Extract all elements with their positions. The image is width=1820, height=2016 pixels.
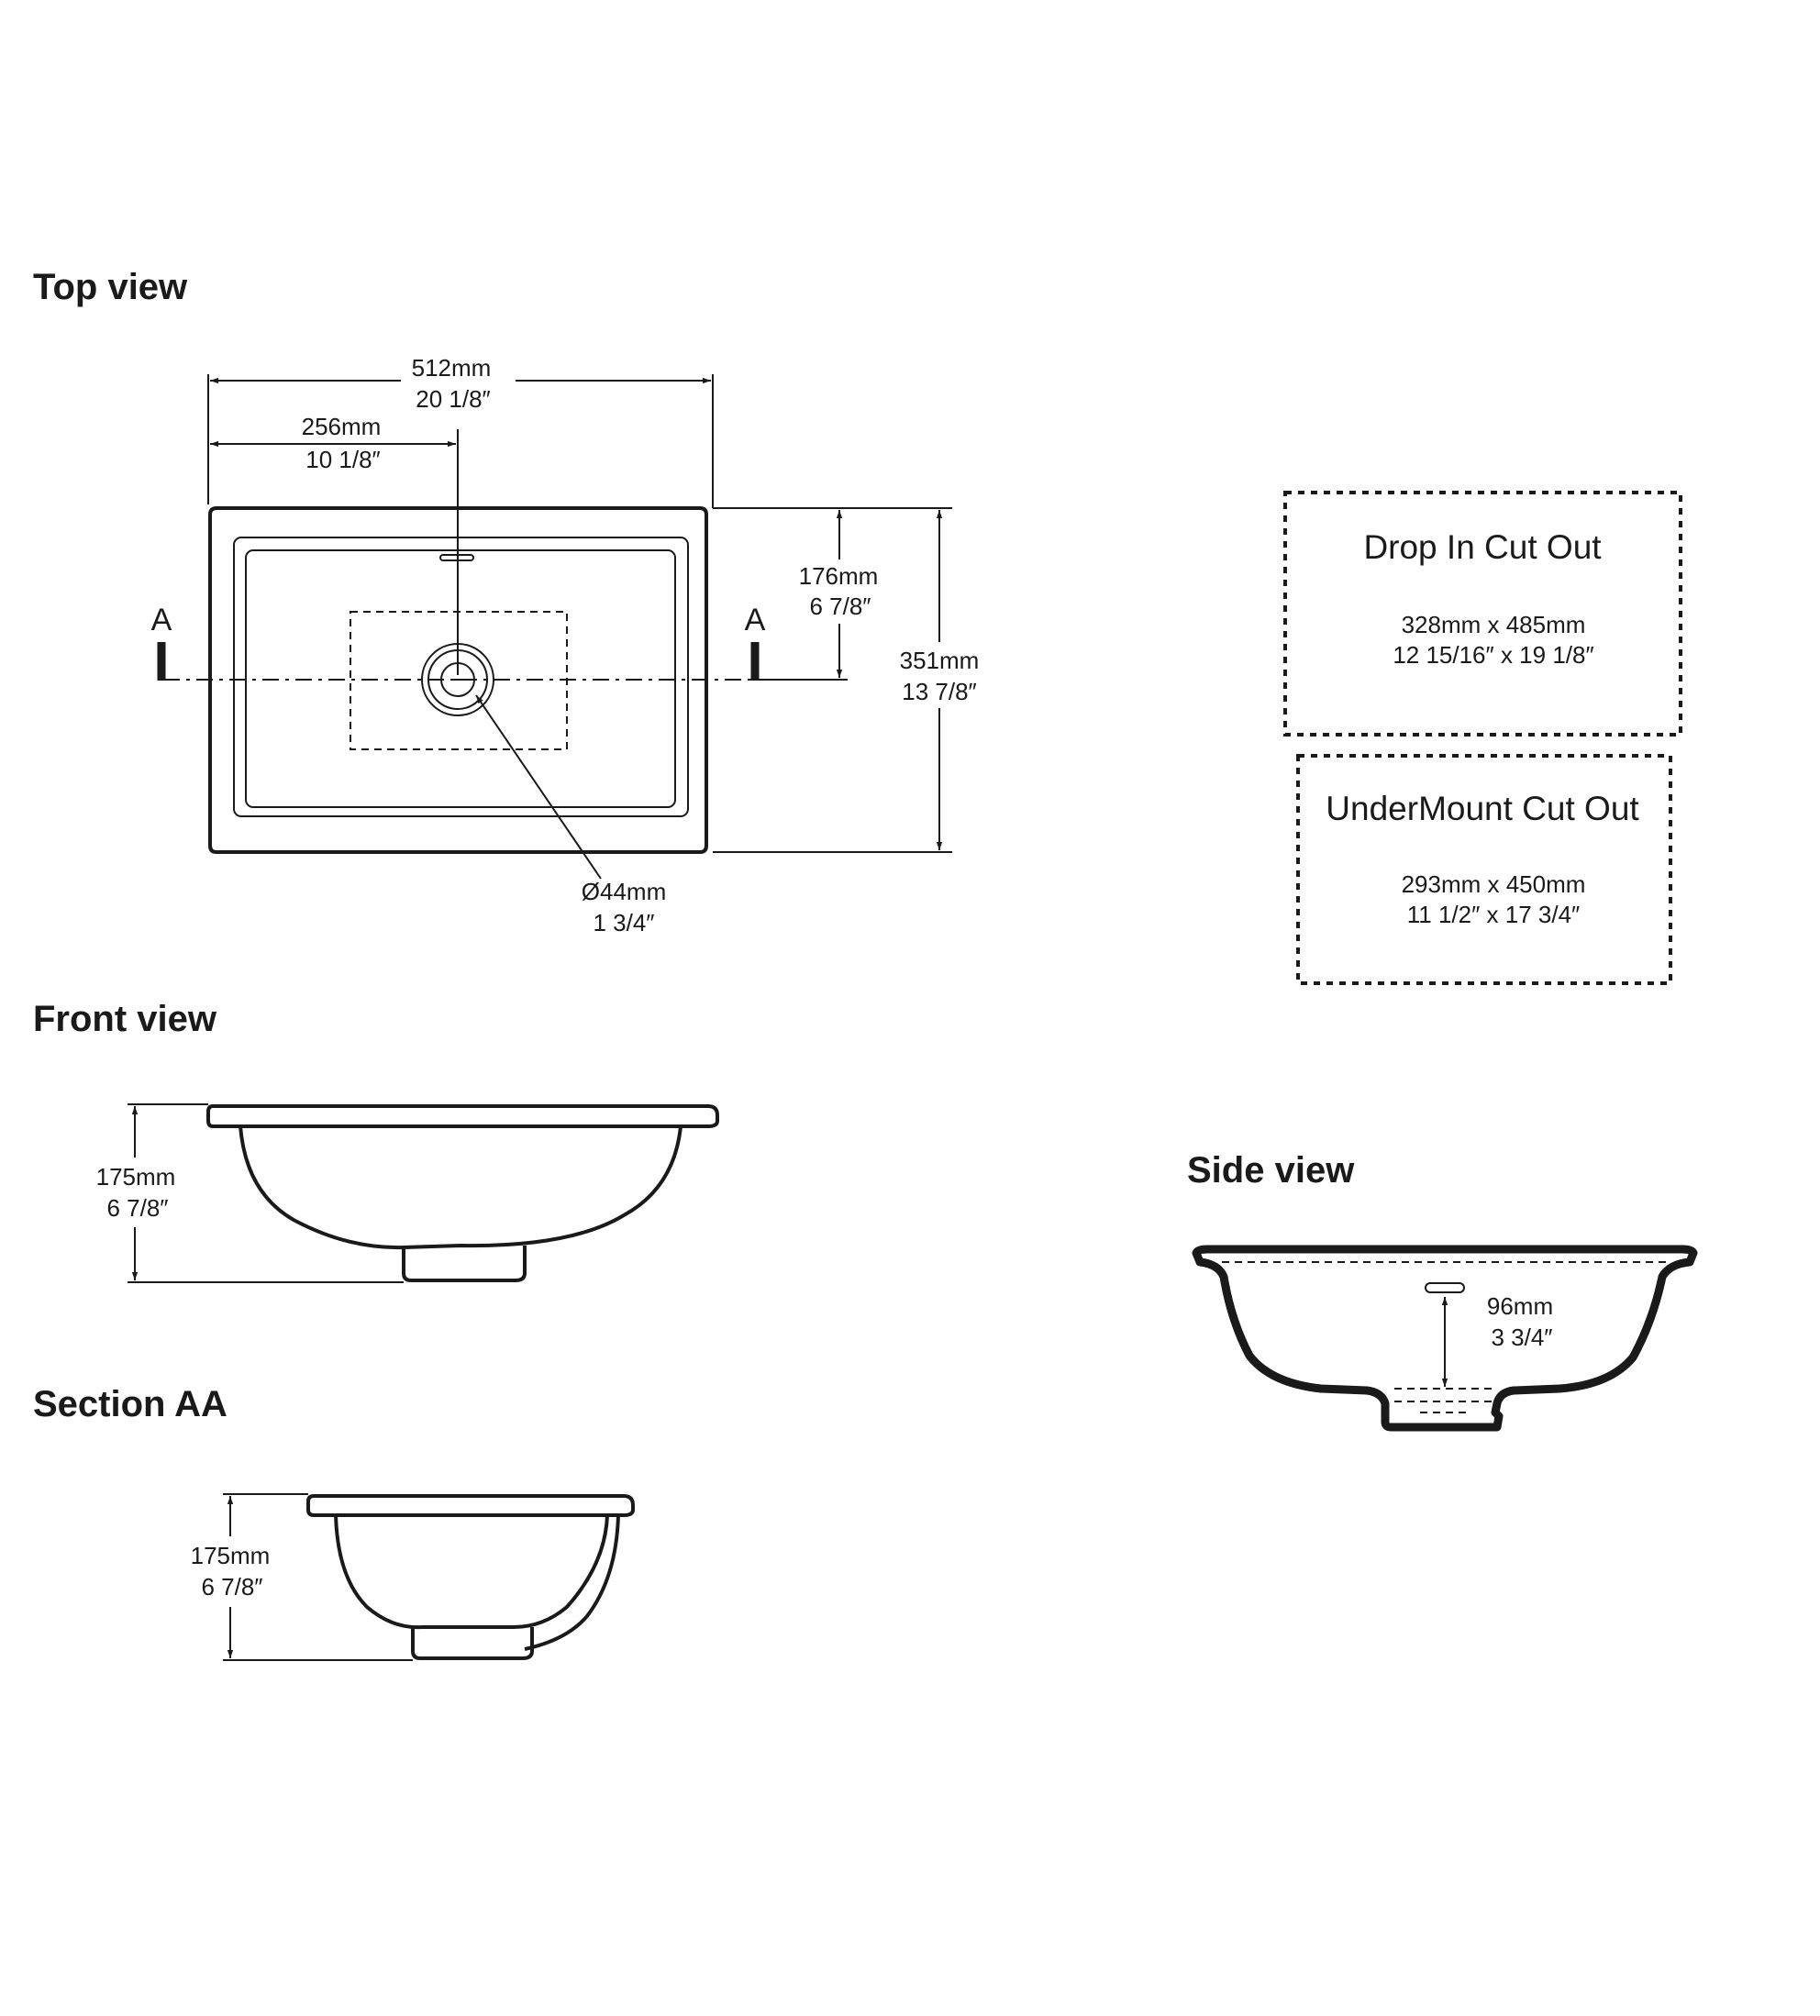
section-label-left: A: [151, 603, 172, 637]
top-view-heading: Top view: [33, 267, 188, 307]
drain-inch-label: 1 3/4″: [593, 909, 654, 936]
drop-in-mm: 328mm x 485mm: [1402, 611, 1586, 638]
front-drain-body: [402, 1246, 527, 1282]
section-rim: [306, 1494, 635, 1517]
undermount-inch: 11 1/2″ x 17 3/4″: [1407, 901, 1581, 928]
side-height-mm: 96mm: [1487, 1292, 1553, 1320]
section-label-right: A: [745, 603, 766, 637]
front-view-dimensions: 175mm 6 7/8″: [96, 1103, 404, 1283]
section-wall-inner: [524, 1514, 620, 1651]
section-height-mm: 175mm: [191, 1542, 271, 1569]
drop-in-frame: [1283, 491, 1682, 737]
drain-leader-line: [475, 694, 602, 880]
undermount-frame: [1296, 754, 1672, 985]
front-view-drawing: [206, 1104, 719, 1282]
section-aa-heading: Section AA: [33, 1384, 228, 1424]
side-view-dimensions: 96mm 3 3/4″: [1441, 1292, 1553, 1387]
top-view-dimensions: 512mm 20 1/8″ 256mm 10 1/8″ 176mm 6 7/8″…: [207, 354, 980, 936]
section-drain-body: [411, 1627, 534, 1660]
front-height-inch: 6 7/8″: [106, 1194, 168, 1222]
depth-mm-label: 351mm: [900, 647, 980, 674]
half-width-mm-label: 256mm: [302, 413, 382, 440]
front-rim: [206, 1104, 719, 1128]
drop-in-title: Drop In Cut Out: [1363, 528, 1602, 566]
basin-rim-line: [233, 537, 689, 817]
section-aa-dimensions: 175mm 6 7/8″: [191, 1493, 413, 1661]
drop-in-inch: 12 15/16″ x 19 1/8″: [1393, 641, 1593, 669]
side-bowl-outline: [1192, 1245, 1698, 1432]
half-depth-inch-label: 6 7/8″: [809, 593, 871, 620]
front-bowl: [239, 1125, 682, 1250]
section-bowl: [334, 1514, 609, 1630]
undermount-title: UnderMount Cut Out: [1326, 790, 1639, 827]
drop-in-cutout-box: Drop In Cut Out 328mm x 485mm 12 15/16″ …: [1283, 491, 1682, 737]
depth-inch-label: 13 7/8″: [902, 678, 977, 705]
drain-mm-label: Ø44mm: [582, 878, 666, 905]
width-inch-label: 20 1/8″: [416, 385, 491, 413]
front-view-heading: Front view: [33, 999, 217, 1039]
side-height-inch: 3 3/4″: [1491, 1324, 1552, 1351]
side-view-drawing: [1192, 1245, 1698, 1432]
basin-outer-outline: [208, 506, 708, 854]
section-aa-drawing: [306, 1494, 635, 1660]
undermount-mm: 293mm x 450mm: [1402, 870, 1586, 898]
section-height-inch: 6 7/8″: [201, 1573, 262, 1601]
half-depth-mm-label: 176mm: [799, 562, 879, 590]
side-view-heading: Side view: [1187, 1150, 1355, 1191]
front-height-mm: 175mm: [96, 1163, 176, 1191]
half-width-inch-label: 10 1/8″: [305, 446, 381, 473]
width-mm-label: 512mm: [412, 354, 492, 382]
undermount-cutout-box: UnderMount Cut Out 293mm x 450mm 11 1/2″…: [1296, 754, 1672, 985]
side-overflow-slot: [1425, 1282, 1465, 1293]
